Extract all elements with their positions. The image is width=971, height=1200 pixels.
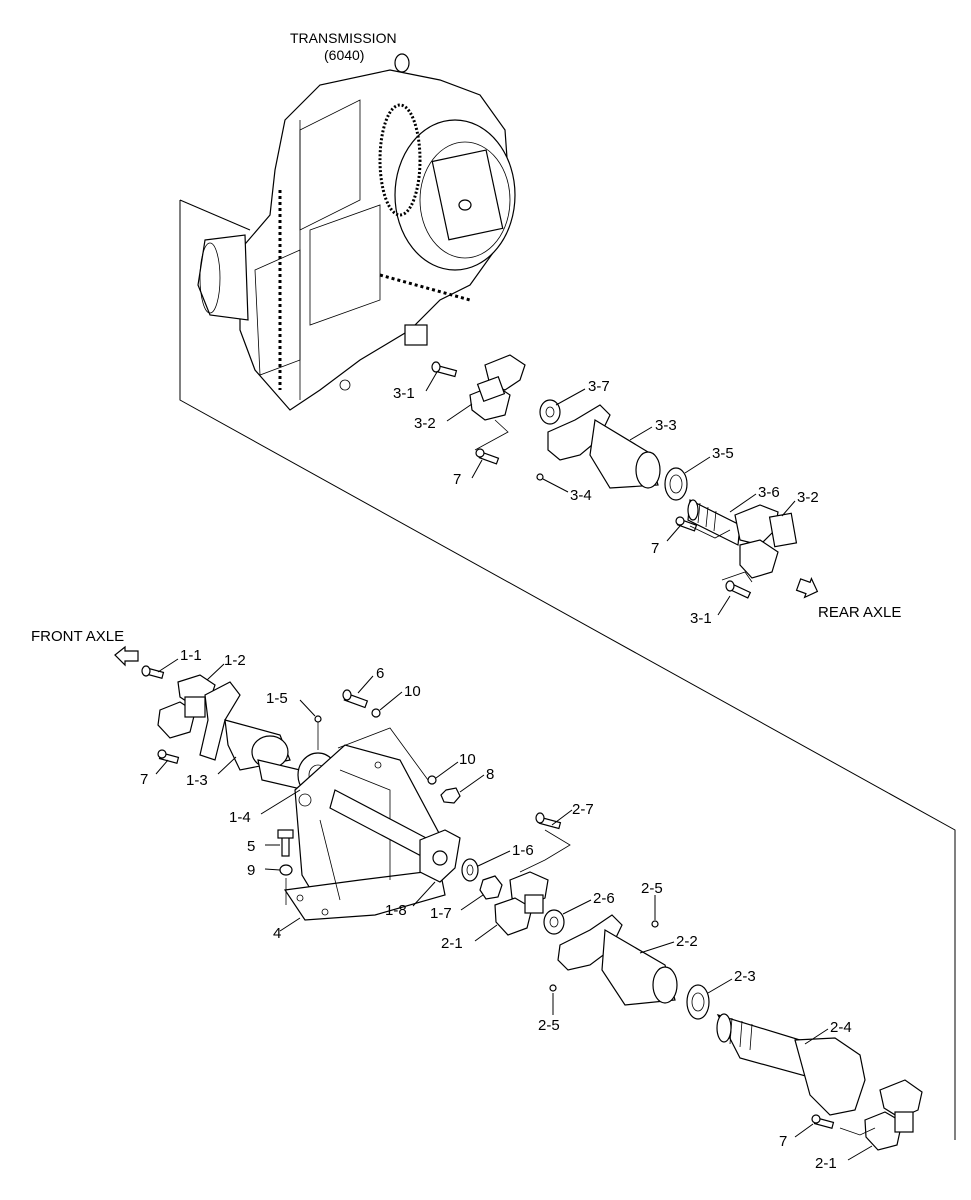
callout-3-7: 3-7 [588,378,610,395]
callout-1-6: 1-6 [512,842,534,859]
callout-7-right: 7 [779,1133,787,1150]
bolt-3-1-lower [725,580,752,599]
callout-5: 5 [247,838,255,855]
bolt-3-1-upper [431,361,458,378]
front-axle-label: FRONT AXLE [31,628,124,645]
callout-3-3: 3-3 [655,417,677,434]
rear-axle-arrow-icon [795,577,819,599]
universal-joint-2-1-lower [864,1079,923,1151]
splined-shaft-2-4 [716,1013,866,1116]
callout-2-3: 2-3 [734,968,756,985]
callout-7-upper: 7 [453,471,461,488]
callout-6: 6 [376,665,384,682]
callout-2-4: 2-4 [830,1019,852,1036]
callout-4: 4 [273,925,281,942]
callout-9: 9 [247,862,255,879]
washer-1-6 [461,858,479,882]
rear-axle-label: REAR AXLE [818,604,901,621]
universal-joint-1-2 [157,674,216,739]
yoke-1-8 [419,829,461,883]
frame-top-edge [179,199,251,231]
title-line1: TRANSMISSION [290,30,397,46]
callout-1-7: 1-7 [430,905,452,922]
washer-3-7 [539,399,561,425]
callout-1-4: 1-4 [229,809,251,826]
callout-8: 8 [486,766,494,783]
callout-2-1-upper: 2-1 [441,935,463,952]
callout-2-1-lower: 2-1 [815,1155,837,1172]
title-line2: (6040) [324,47,364,63]
grease-nipple-2-5-upper [651,920,659,928]
callout-7-mid: 7 [651,540,659,557]
seal-ring-3-5 [664,467,688,501]
universal-joint-3-2-upper [469,354,526,421]
diagram-title: TRANSMISSION (6040) [290,30,397,63]
front-shaft-group [141,665,503,921]
callout-3-1-upper: 3-1 [393,385,415,402]
bolt-2-7 [535,812,562,830]
bolt-7-right [811,1114,835,1129]
callout-1-1: 1-1 [180,647,202,664]
tube-3-3 [547,404,661,489]
callout-7-left: 7 [140,771,148,788]
callout-2-5-upper: 2-5 [641,880,663,897]
nut-1-7 [479,875,503,900]
callout-3-6: 3-6 [758,484,780,501]
callout-2-6: 2-6 [593,890,615,907]
callout-10-upper: 10 [404,683,421,700]
callout-3-5: 3-5 [712,445,734,462]
callout-3-2-lower: 3-2 [797,489,819,506]
washer-9 [279,864,293,876]
callout-labels: 3-1 3-2 3-7 3-3 7 3-4 3-5 3-6 3-2 7 3-1 … [140,378,852,1172]
tube-2-2 [557,914,678,1006]
universal-joint-2-1-upper [494,871,549,936]
yoke-1-3 [199,681,291,771]
rear-shaft-group [431,354,798,599]
universal-joint-3-2-lower [734,504,798,579]
washer-10-upper [371,708,381,718]
bolt-6 [342,689,369,709]
callout-3-1-lower: 3-1 [690,610,712,627]
callout-1-3: 1-3 [186,772,208,789]
callout-1-5: 1-5 [266,690,288,707]
callout-2-7: 2-7 [572,801,594,818]
grease-nipple-3-4 [536,473,544,481]
bolt-7-left [157,749,180,764]
bolt-5 [277,829,294,857]
grease-nipple-1-5 [314,715,322,723]
grease-nipple-2-5-lower [549,984,557,992]
callout-10-lower: 10 [459,751,476,768]
seal-ring-2-3 [686,984,710,1020]
callout-2-5-lower: 2-5 [538,1017,560,1034]
bolt-7-mid [675,516,698,532]
washer-10-lower [427,775,437,785]
intermediate-shaft-group [494,812,923,1151]
transmission-housing [197,53,516,411]
leader-lines [155,371,873,1161]
bolt-1-1 [141,665,165,679]
callout-3-4: 3-4 [570,487,592,504]
bolt-7-upper [475,448,500,465]
washer-2-6 [543,909,565,935]
callout-2-2: 2-2 [676,933,698,950]
callout-3-2-upper: 3-2 [414,415,436,432]
splined-shaft-3-6 [687,499,741,546]
callout-1-8: 1-8 [385,902,407,919]
nut-8 [440,787,461,804]
assembly-frame-outline [179,200,956,1140]
callout-1-2: 1-2 [224,652,246,669]
front-axle-arrow-icon [114,645,139,667]
